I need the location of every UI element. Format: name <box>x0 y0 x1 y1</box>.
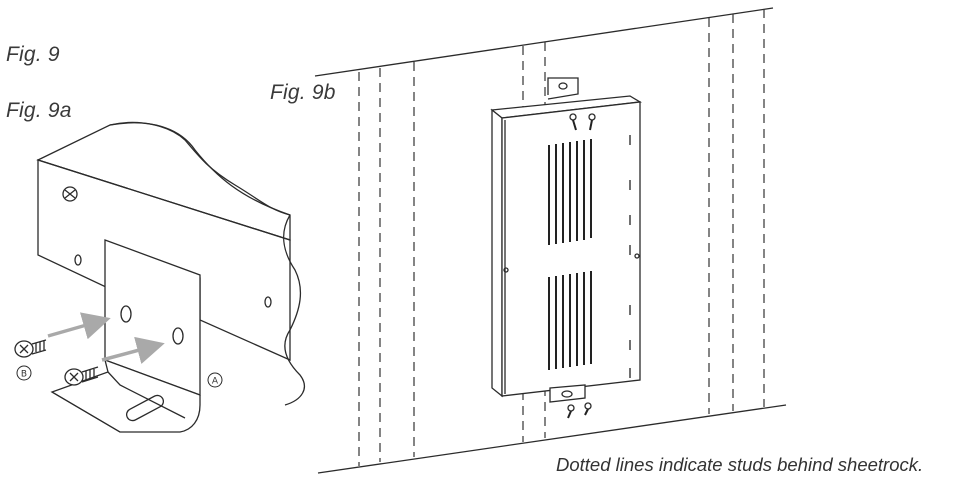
screw-a-icon <box>64 366 99 386</box>
top-screws <box>569 113 596 131</box>
wall-mount-illustration <box>314 7 787 474</box>
enclosure-box <box>490 95 642 398</box>
wall-bottom-edge <box>317 404 787 474</box>
bottom-screws <box>567 402 592 419</box>
callout-b: B <box>16 365 32 381</box>
figure-9b-label: Fig. 9b <box>270 81 336 104</box>
callout-b-text: B <box>21 370 27 380</box>
bracket-closeup-illustration: B A <box>14 121 305 433</box>
insert-arrow-a <box>101 336 165 364</box>
insert-arrow-b <box>47 312 111 340</box>
callout-a-text: A <box>212 377 219 387</box>
upper-vents <box>548 139 592 245</box>
callout-a: A <box>207 372 223 388</box>
lower-vents <box>548 271 592 370</box>
bottom-bracket <box>549 384 586 403</box>
figure-9a-label: Fig. 9a <box>6 99 72 122</box>
studs-caption: Dotted lines indicate studs behind sheet… <box>556 454 924 475</box>
figure-9-label: Fig. 9 <box>6 43 60 66</box>
screw-b-icon <box>14 339 47 358</box>
wall-top-edge <box>314 7 774 77</box>
